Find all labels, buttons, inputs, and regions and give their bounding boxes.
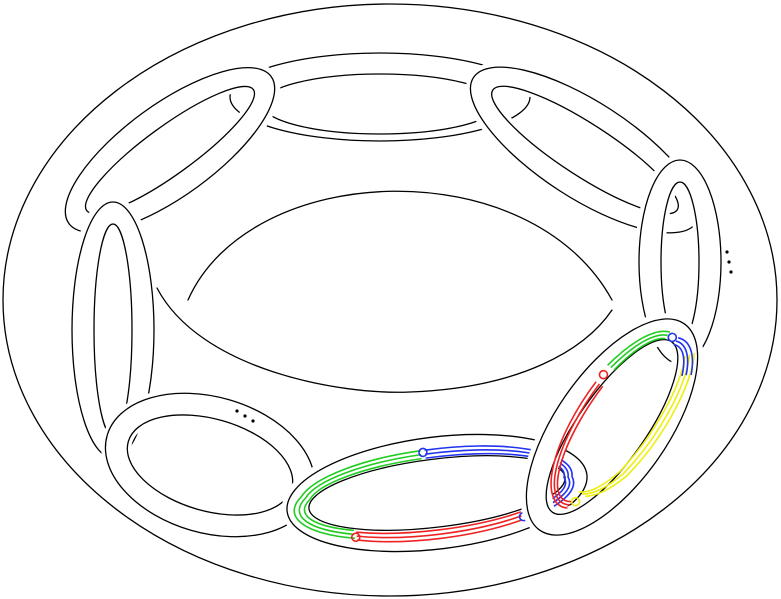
strand-blue-diag-c — [673, 343, 685, 377]
strand-red-b — [356, 515, 522, 539]
strand-red-diag-c — [556, 385, 604, 503]
strand-red-diag-a — [550, 381, 597, 509]
strand-blue-diag-b — [675, 340, 689, 376]
strand-green-a — [293, 449, 421, 540]
ellipsis-marker-lower-left — [235, 409, 255, 423]
strand-green-diag-b — [610, 334, 668, 369]
strand-yellow-c — [578, 355, 686, 493]
strand-green-c — [303, 457, 422, 532]
torus-hole-lower-edge — [156, 287, 613, 393]
ring-upper-right — [465, 61, 705, 239]
strand-red-c — [356, 511, 522, 535]
strand-blue-c — [425, 452, 567, 513]
strand-green-diag-c — [613, 337, 666, 371]
strand-green-diag-a — [607, 330, 671, 366]
strand-yellow-a — [585, 352, 696, 498]
torus-outer-boundary — [2, 3, 778, 597]
torus-hole-upper-edge — [187, 190, 613, 301]
strand-blue-diag-a — [677, 337, 694, 376]
strand-red-a — [357, 519, 523, 543]
strand-green-b — [298, 453, 422, 536]
ring-upper-left — [59, 61, 281, 239]
ellipsis-marker-right — [725, 250, 733, 274]
strand-yellow-b — [582, 354, 691, 495]
strand-red-diag-b — [553, 383, 601, 506]
highlighted-ring-diagonal — [520, 313, 704, 541]
